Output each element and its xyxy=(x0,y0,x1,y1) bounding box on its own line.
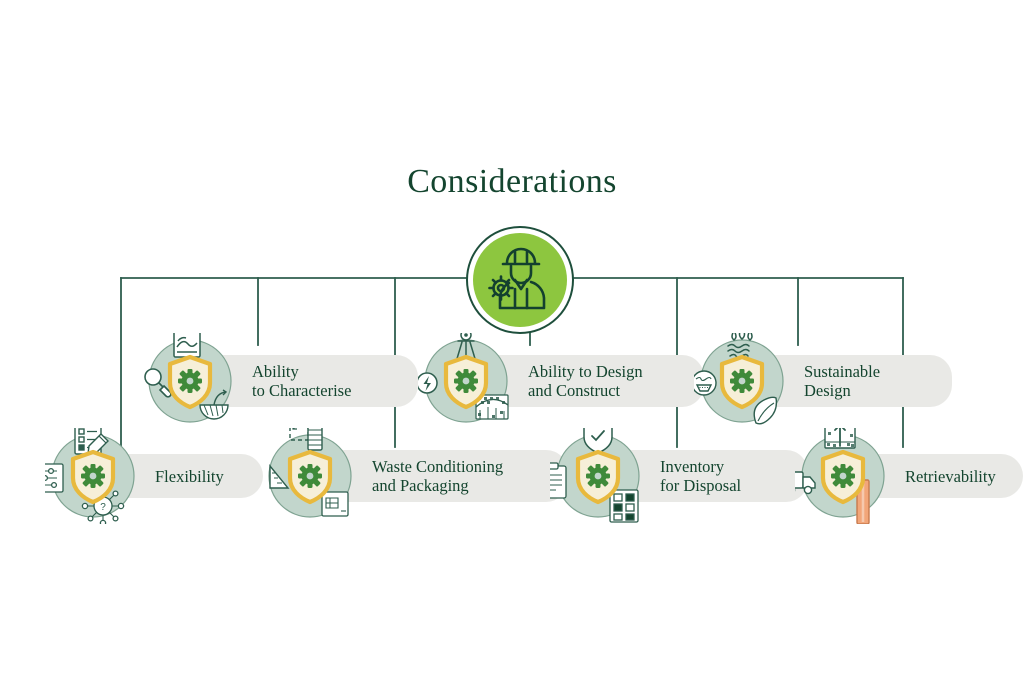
svg-text:?: ? xyxy=(100,502,106,513)
check-shield-icon xyxy=(583,428,613,454)
lightning-bolt-icon xyxy=(418,372,438,394)
water-filter-icon xyxy=(694,370,717,396)
shield-gear-icon xyxy=(167,354,213,410)
landscape-sample-icon xyxy=(173,333,201,358)
shield-gear-icon xyxy=(719,354,765,410)
page-title: Considerations xyxy=(407,163,617,200)
node-label-waste-conditioning-and-packaging: Waste Conditioning and Packaging xyxy=(320,450,568,502)
measure-container-icon xyxy=(289,428,323,451)
blueprint-icon xyxy=(321,491,349,517)
ruler-pencil-icon xyxy=(269,464,290,489)
node-label-sustainable-design: Sustainable Design xyxy=(752,355,952,407)
clipboard-list-icon xyxy=(550,462,567,499)
extraction-arrow-icon xyxy=(824,428,856,449)
magnifier-icon xyxy=(144,368,172,398)
node-label-inventory-for-disposal: Inventory for Disposal xyxy=(608,450,808,502)
node-icon-ability-to-design-and-construct xyxy=(418,333,509,423)
scoop-sample-icon xyxy=(199,389,229,420)
node-icon-sustainable-design xyxy=(694,333,784,425)
hub-fill xyxy=(473,233,567,327)
shield-gear-icon xyxy=(820,449,866,505)
node-label-ability-to-design-and-construct: Ability to Design and Construct xyxy=(476,355,704,407)
node-icon-inventory-for-disposal xyxy=(550,428,640,523)
truck-icon xyxy=(795,471,816,495)
leaf-icon xyxy=(753,396,778,425)
node-ability-to-characterise[interactable]: Ability to Characterise xyxy=(142,333,502,429)
node-icon-ability-to-characterise xyxy=(144,333,232,423)
node-waste-conditioning-and-packaging[interactable]: Waste Conditioning and Packaging xyxy=(262,428,592,524)
shield-gear-icon xyxy=(70,449,116,505)
node-icon-waste-conditioning-and-packaging xyxy=(268,428,352,518)
node-icon-flexibility: ? xyxy=(45,428,135,524)
node-icon-retrievability xyxy=(795,428,885,524)
checklist-edit-icon xyxy=(74,428,109,455)
node-flexibility[interactable]: Flexibility ? xyxy=(45,428,315,524)
node-label-ability-to-characterise: Ability to Characterise xyxy=(200,355,418,407)
shield-gear-icon xyxy=(575,449,621,505)
node-ability-to-design-and-construct[interactable]: Ability to Design and Construct xyxy=(418,333,778,429)
shield-gear-icon xyxy=(443,354,489,410)
node-retrievability[interactable]: Retrievability xyxy=(795,428,1024,524)
grid-matrix-icon xyxy=(609,489,639,523)
sliders-panel-icon xyxy=(45,463,64,493)
shield-gear-icon xyxy=(287,449,333,505)
hub-node[interactable] xyxy=(465,225,575,335)
node-sustainable-design[interactable]: Sustainable Design xyxy=(694,333,1024,429)
node-inventory-for-disposal[interactable]: Inventory for Disposal xyxy=(550,428,850,524)
